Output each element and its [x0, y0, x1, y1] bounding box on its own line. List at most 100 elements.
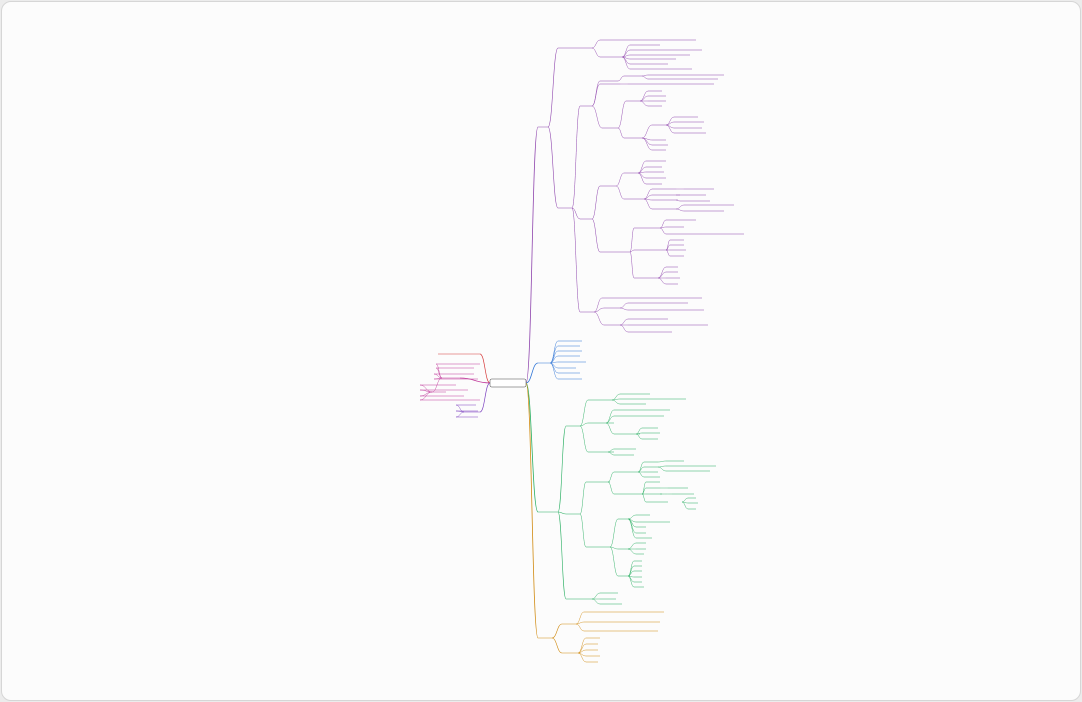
branch-connector	[641, 493, 647, 503]
branch-connector	[619, 302, 629, 309]
branch-connector	[665, 116, 675, 126]
branch-connector	[591, 47, 601, 58]
branch-connector	[575, 623, 585, 632]
branch-connector	[665, 124, 675, 134]
branch-connector	[627, 575, 635, 588]
branch-connector	[621, 54, 631, 58]
branch-connector	[675, 208, 685, 212]
branch-connector	[639, 95, 649, 102]
branch-connector	[419, 389, 433, 393]
branch-connector	[607, 451, 615, 456]
branch-connector	[557, 425, 567, 513]
root-node[interactable]	[489, 378, 527, 388]
branch-connector	[577, 652, 587, 663]
branch-connector	[629, 249, 635, 253]
branch-connector	[627, 542, 637, 550]
branch-connector	[609, 546, 619, 577]
branch-connector	[547, 47, 559, 128]
branch-connector	[617, 127, 625, 139]
branch-connector	[579, 425, 589, 453]
branch-connector	[629, 227, 635, 253]
branch-connector	[607, 481, 615, 495]
branch-connector	[615, 172, 625, 187]
branch-connector	[675, 199, 681, 202]
branch-connector	[609, 518, 619, 548]
branch-connector	[681, 497, 689, 503]
branch-connector	[459, 377, 491, 384]
branch-connector	[577, 637, 587, 654]
branch-connector	[593, 297, 603, 313]
branch-connector	[557, 511, 567, 515]
branch-connector	[525, 126, 539, 384]
branch-connector	[607, 448, 615, 453]
branch-connector	[643, 198, 653, 210]
branch-connector	[627, 518, 637, 534]
branch-connector	[627, 514, 637, 520]
branch-connector	[681, 501, 689, 510]
branch-connector	[525, 382, 539, 639]
branch-connector	[435, 367, 443, 379]
branch-connector	[619, 324, 629, 333]
branch-connector	[627, 518, 637, 539]
branch-connector	[525, 362, 539, 384]
branch-connector	[591, 598, 601, 605]
branch-connector	[525, 382, 539, 513]
branch-connector	[591, 39, 601, 49]
branch-connector	[675, 204, 685, 210]
branch-connector	[593, 307, 605, 313]
branch-connector	[659, 227, 667, 235]
branch-connector	[611, 399, 621, 405]
branch-connector	[579, 399, 589, 427]
branch-connector	[641, 137, 653, 151]
branch-connector	[641, 124, 653, 139]
branch-connector	[637, 471, 645, 478]
branch-connector	[591, 83, 601, 107]
branch-connector	[629, 251, 635, 279]
branch-connector	[591, 105, 603, 129]
branch-connector	[593, 311, 605, 326]
branch-connector	[551, 623, 563, 639]
branch-connector	[641, 74, 649, 77]
branch-connector	[657, 277, 667, 285]
branch-connector	[619, 318, 629, 326]
branch-connector	[579, 422, 589, 427]
branch-connector	[635, 433, 643, 440]
branch-connector	[627, 548, 637, 555]
branch-connector	[479, 382, 491, 413]
branch-connector	[621, 56, 631, 70]
branch-connector	[455, 411, 465, 418]
branch-connector	[479, 353, 491, 384]
branch-connector	[549, 345, 559, 364]
branch-connector	[641, 75, 649, 80]
branch-connector	[607, 471, 615, 483]
branch-connector	[617, 100, 627, 129]
branch-connector	[609, 546, 619, 550]
branch-connector	[575, 611, 585, 625]
branch-connector	[617, 75, 625, 82]
branch-connector	[591, 185, 601, 220]
branch-connector	[637, 160, 647, 174]
branch-connector	[551, 637, 563, 654]
branch-connector	[435, 363, 443, 379]
branch-connector	[579, 513, 587, 548]
branch-connector	[591, 218, 601, 253]
branch-connector	[657, 460, 667, 463]
branch-connector	[605, 422, 615, 435]
branch-connector	[571, 105, 581, 209]
branch-connector	[579, 481, 587, 515]
branch-connector	[619, 307, 629, 311]
branch-connector	[643, 188, 653, 200]
branch-connector	[659, 219, 667, 229]
branch-connector	[637, 172, 647, 185]
branch-connector	[615, 185, 625, 200]
branch-connector	[547, 126, 559, 209]
branch-connector	[657, 465, 667, 468]
branch-connector	[665, 249, 671, 257]
branch-connector	[575, 621, 585, 625]
branch-connector	[591, 592, 601, 600]
branch-connector	[571, 207, 581, 220]
branch-connector	[605, 415, 615, 424]
branch-connector	[571, 207, 581, 313]
